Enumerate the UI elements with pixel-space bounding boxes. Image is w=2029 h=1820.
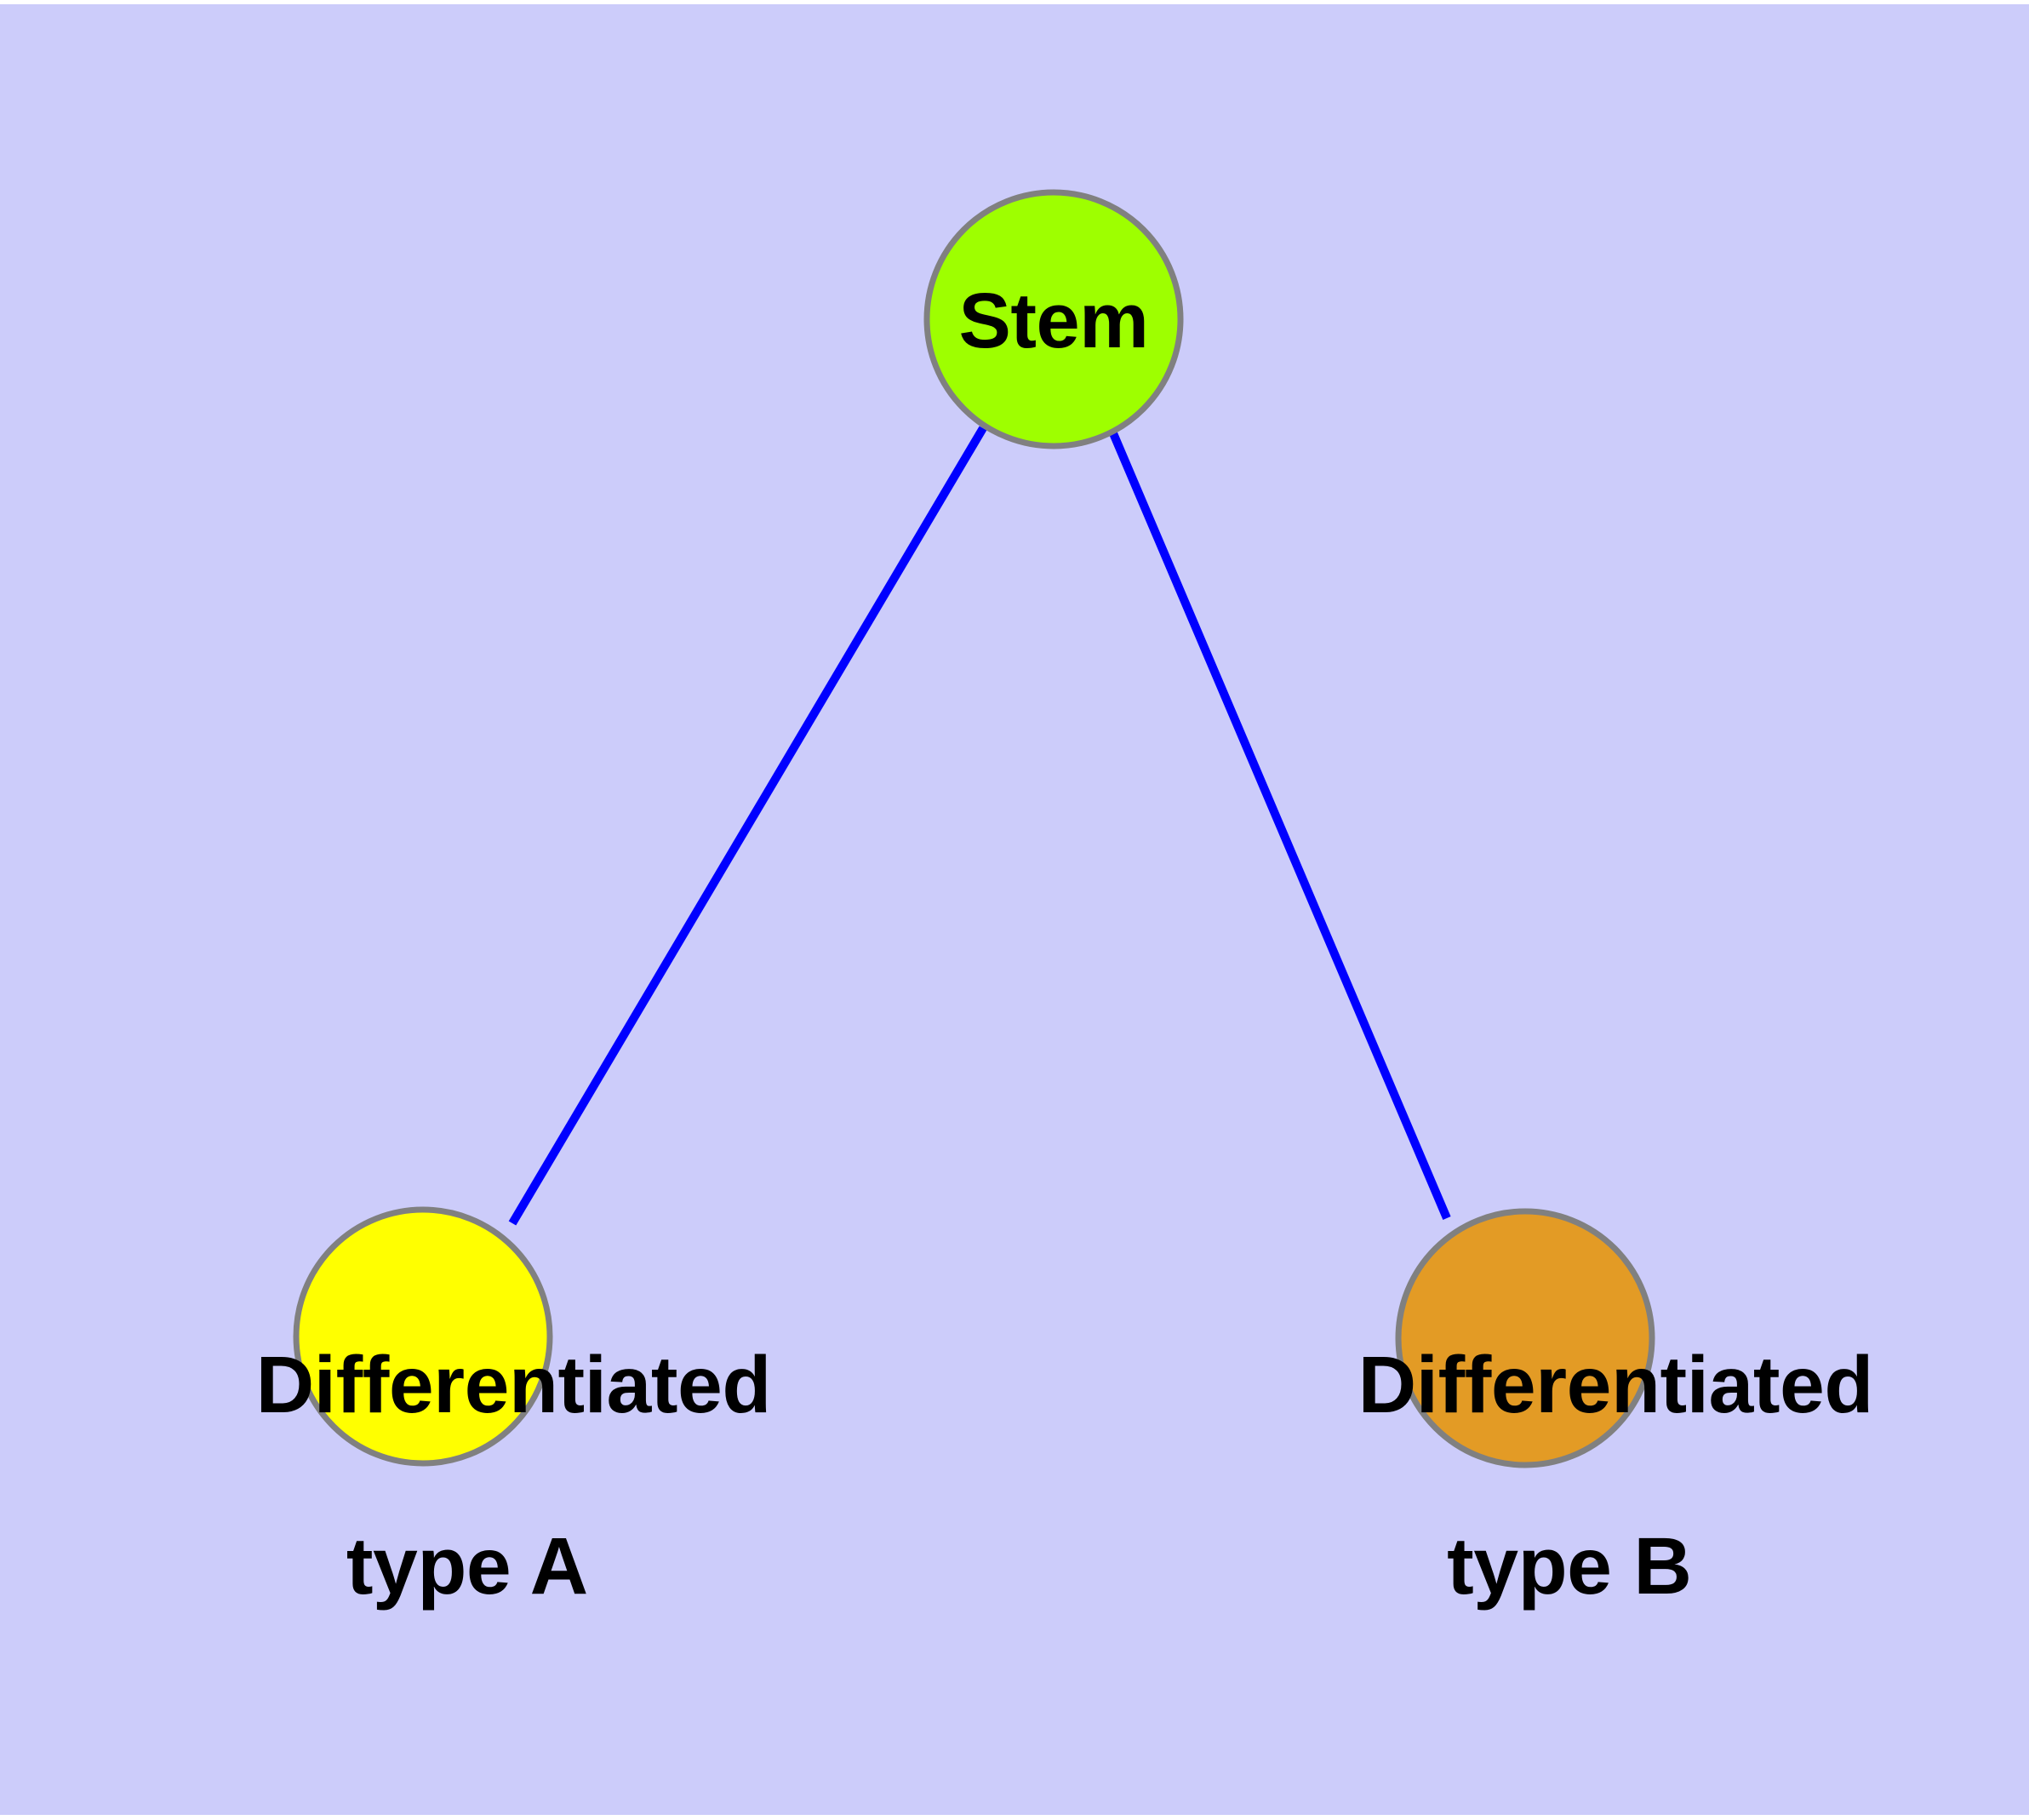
node-stem[interactable] [923,189,1184,449]
edge-stem-to-differentiated-type-b [1109,432,1451,1220]
node-differentiated-type-a[interactable] [293,1206,553,1467]
edge-stem-to-differentiated-type-a [508,426,987,1226]
node-layer [293,189,1655,1468]
node-differentiated-type-b[interactable] [1395,1208,1655,1468]
edge-layer [508,426,1451,1226]
